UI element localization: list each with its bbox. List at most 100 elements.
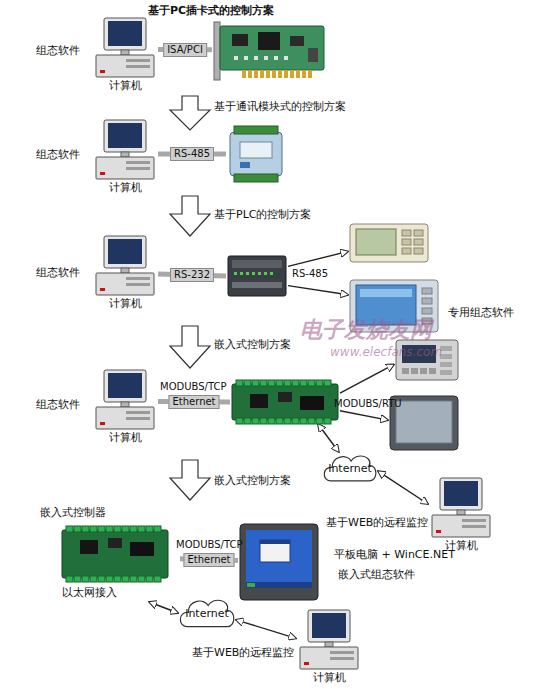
device-illustration (92, 234, 158, 296)
device-part (440, 478, 482, 510)
diagram-label: 专用组态软件 (448, 306, 514, 319)
device-part (268, 380, 275, 386)
device-part (104, 18, 146, 50)
device-part (121, 152, 129, 157)
internet-cloud: Internet (178, 596, 236, 630)
device-part (246, 582, 312, 588)
device-part (62, 530, 168, 578)
device-part (316, 418, 323, 424)
device-part (96, 407, 154, 429)
device-part (240, 142, 272, 158)
device-part (242, 70, 246, 78)
device-part (278, 392, 292, 402)
device-part (108, 373, 142, 398)
device-part (121, 268, 129, 273)
device-part (121, 402, 129, 407)
device-illustration (92, 118, 158, 180)
device-part (90, 526, 97, 532)
hmi-panel-node (348, 222, 430, 264)
device-illustration (60, 526, 170, 582)
diagram-label: 组态软件 (36, 148, 80, 161)
device-part (106, 576, 113, 582)
device-illustration (394, 338, 460, 382)
device-part (264, 56, 268, 60)
device-part (252, 418, 259, 424)
device-part (330, 651, 354, 654)
device-part (300, 396, 324, 410)
device-part (232, 282, 282, 288)
device-part (402, 239, 411, 245)
device-part (244, 56, 248, 60)
device-part (130, 576, 137, 582)
device-part (80, 540, 98, 554)
device-part (270, 272, 273, 275)
device-illustration (348, 222, 430, 264)
device-part (138, 576, 145, 582)
plc-node (226, 252, 288, 300)
internet-cloud: Internet (322, 452, 378, 484)
device-illustration (226, 124, 286, 184)
diagram-label: 基于PC插卡式的控制方案 (148, 4, 274, 17)
arrow-connector (340, 411, 388, 420)
device-part (308, 48, 318, 62)
device-part (121, 50, 129, 55)
device-part (276, 418, 283, 424)
arrow-connector (236, 620, 296, 639)
diagram-label: 组态软件 (36, 266, 80, 279)
connector-label: Ethernet (168, 395, 219, 409)
device-part (104, 370, 146, 402)
device-part (122, 576, 129, 582)
pc-card-node (212, 20, 332, 82)
node-text: 计算机 (92, 181, 158, 194)
device-part (308, 70, 312, 78)
node-text: 计算机 (92, 79, 158, 92)
device-part (220, 26, 324, 70)
device-part (300, 647, 358, 669)
device-part (396, 401, 452, 443)
device-part (420, 368, 427, 374)
device-part (234, 174, 278, 182)
device-part (234, 272, 237, 275)
device-illustration (296, 608, 362, 670)
device-part (130, 542, 154, 556)
device-part (96, 273, 154, 295)
device-part (436, 530, 441, 533)
device-part (74, 526, 81, 532)
computer-node: 计算机 (92, 118, 158, 198)
device-part (284, 70, 288, 78)
connector-label: ISA/PCI (163, 43, 207, 57)
device-illustration (226, 252, 288, 300)
device-part (104, 120, 146, 152)
device-part (292, 380, 299, 386)
device-part (360, 289, 412, 297)
device-part (234, 126, 278, 134)
device-part (66, 576, 73, 582)
device-part (308, 380, 315, 386)
node-text: Internet (322, 462, 378, 475)
device-part (300, 380, 307, 386)
device-part (230, 132, 282, 176)
diagram-label: MODUBS/TCP (160, 380, 226, 393)
device-part (312, 613, 346, 638)
device-part (292, 418, 299, 424)
device-part (462, 519, 486, 522)
computer-node: 计算机 (428, 476, 494, 556)
computer-node: 计算机 (296, 608, 362, 688)
diagram-label: 基于通讯模块式的控制方案 (214, 100, 346, 113)
arrow-connector (340, 364, 394, 393)
device-part (422, 298, 432, 304)
device-part (350, 224, 428, 262)
device-part (108, 538, 122, 548)
device-part (100, 70, 105, 73)
node-text: 以太网接入 (62, 586, 172, 599)
device-part (246, 530, 312, 588)
device-part (126, 417, 150, 420)
device-part (296, 70, 300, 78)
device-part (402, 368, 409, 374)
node-text: 计算机 (92, 297, 158, 310)
device-part (440, 370, 452, 375)
device-part (325, 642, 333, 647)
connector-label: Ethernet (183, 553, 234, 567)
down-arrow (170, 326, 210, 368)
node-text: 嵌入式组态软件 (338, 568, 448, 581)
